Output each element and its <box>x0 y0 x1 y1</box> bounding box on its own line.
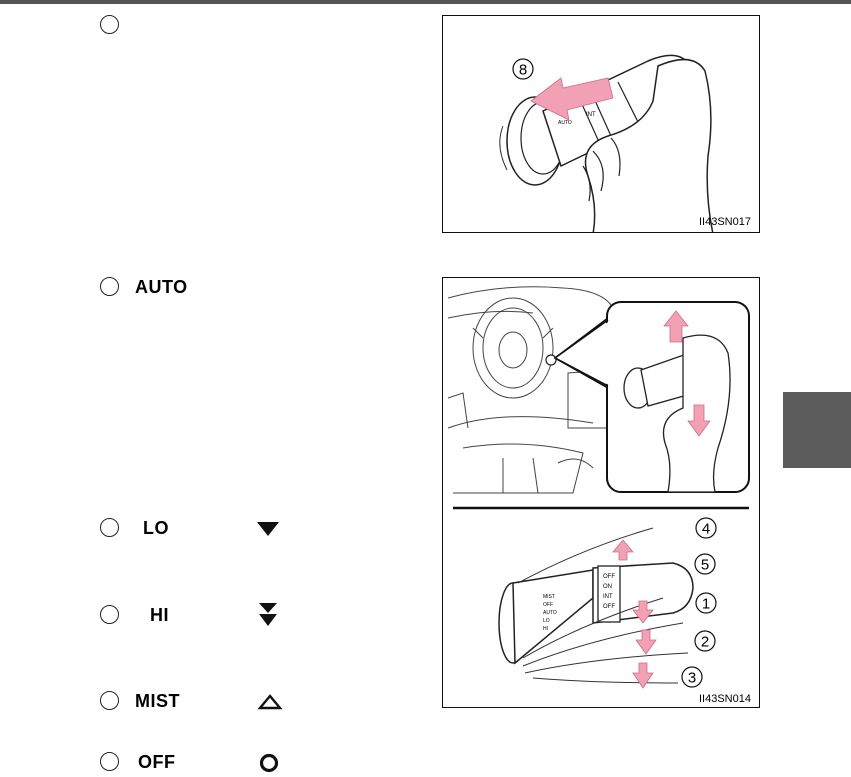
figure-code-bottom: II43SN014 <box>699 693 751 705</box>
double-triangle-down-icon <box>259 603 277 626</box>
callout-3: 3 <box>688 670 696 687</box>
callout-5: 5 <box>701 557 709 574</box>
item-label-lo: LO <box>143 518 169 538</box>
triangle-up-outline-icon <box>257 694 283 710</box>
svg-text:ON: ON <box>603 584 612 590</box>
svg-text:MIST: MIST <box>543 594 555 600</box>
svg-text:AUTO: AUTO <box>543 610 557 616</box>
figure-code-top: II43SN017 <box>699 216 751 228</box>
item-label-hi: HI <box>150 605 169 625</box>
callout-8: 8 <box>519 62 527 79</box>
wiper-lever-pull-illustration: INT AUTO 8 <box>499 54 714 232</box>
item-label-mist: MIST <box>135 691 180 711</box>
header-rule <box>0 0 851 4</box>
item-marker-2 <box>100 277 119 296</box>
item-marker-5 <box>100 691 119 710</box>
item-label-off: OFF <box>138 752 176 772</box>
callout-1: 1 <box>702 596 710 613</box>
svg-text:INT: INT <box>586 112 596 118</box>
svg-text:OFF: OFF <box>603 574 615 580</box>
svg-text:AUTO: AUTO <box>558 120 572 126</box>
figure-wiper-lever-pull: INT AUTO 8 II43SN017 <box>442 15 760 233</box>
svg-text:OFF: OFF <box>543 602 553 608</box>
svg-text:INT: INT <box>603 594 613 600</box>
item-marker-4 <box>100 605 119 624</box>
chapter-tab <box>783 392 851 468</box>
wiper-positions-illustration: OFF ON INT OFF MIST OFF AUTO LO HI 4 <box>447 286 750 689</box>
callout-2: 2 <box>701 634 709 651</box>
svg-text:OFF: OFF <box>603 604 615 610</box>
item-marker-6 <box>100 752 119 771</box>
svg-text:HI: HI <box>543 626 548 632</box>
item-label-auto: AUTO <box>135 277 188 297</box>
triangle-down-icon <box>257 522 279 536</box>
callout-4: 4 <box>702 521 710 538</box>
figure-wiper-lever-positions: OFF ON INT OFF MIST OFF AUTO LO HI 4 <box>442 277 760 708</box>
svg-text:LO: LO <box>543 618 550 624</box>
ring-icon <box>259 753 279 773</box>
item-marker-3 <box>100 518 119 537</box>
item-marker-1 <box>100 15 119 34</box>
